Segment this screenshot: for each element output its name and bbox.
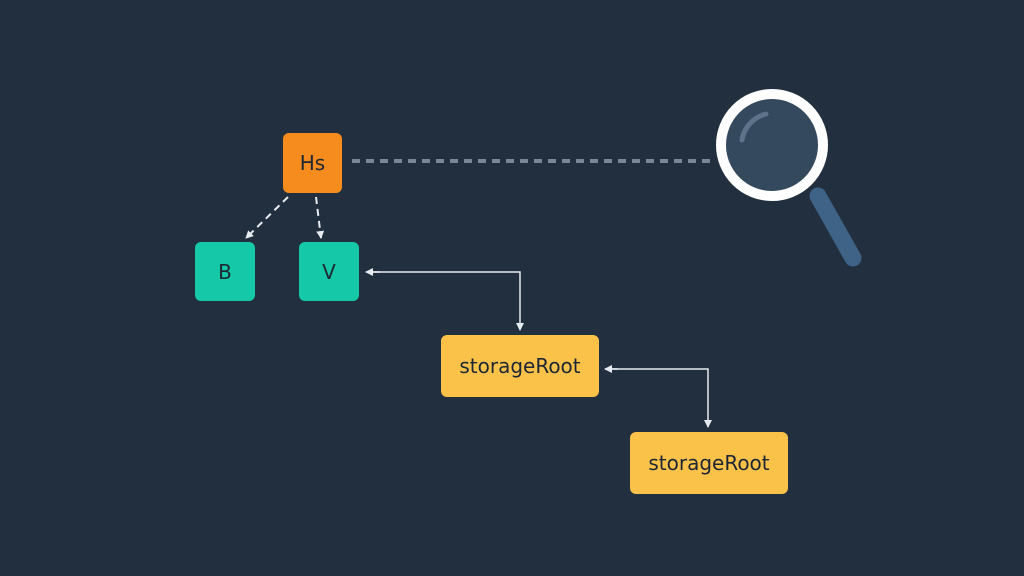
storage-root-node[interactable]: storageRoot — [630, 432, 788, 494]
child-node-label: V — [322, 259, 336, 284]
root-node-label: Hs — [299, 151, 326, 175]
child-node-label: B — [218, 259, 232, 284]
v-to-storage-connector — [367, 271, 524, 331]
storage-to-storage-connector — [606, 368, 712, 428]
child-node-b[interactable]: B — [195, 242, 255, 301]
root-to-v-arrow — [315, 196, 325, 239]
magnifying-glass-icon — [716, 89, 862, 267]
root-to-b-arrow — [245, 196, 289, 239]
storage-node-label: storageRoot — [648, 451, 770, 475]
storage-root-node[interactable]: storageRoot — [441, 335, 599, 397]
child-node-v[interactable]: V — [299, 242, 359, 301]
root-node-hs[interactable]: Hs — [283, 133, 342, 193]
storage-node-label: storageRoot — [459, 354, 581, 378]
